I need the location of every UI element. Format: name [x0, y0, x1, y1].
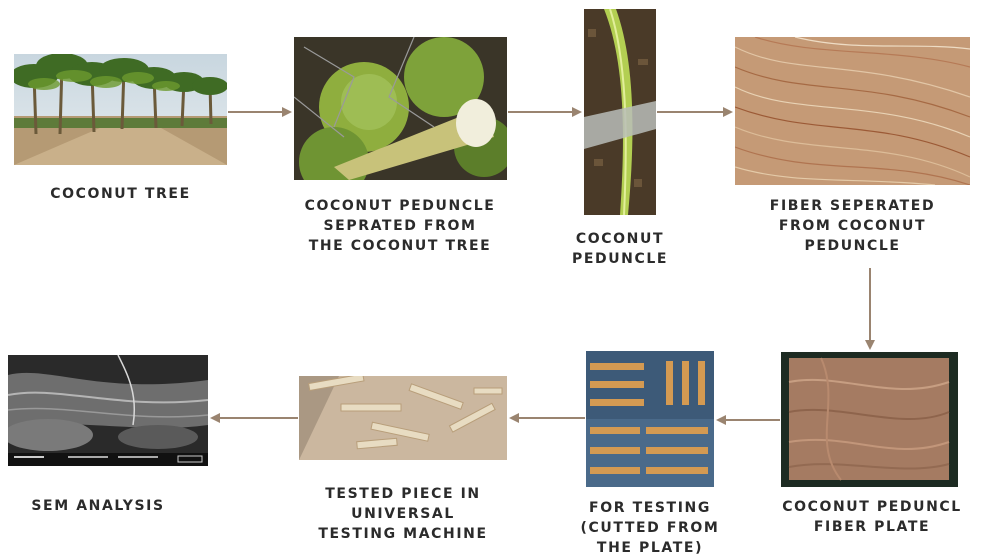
caption-sem-analysis: SEM ANALYSIS [8, 496, 188, 516]
caption-coconut-peduncle: COCONUT PEDUNCLE [555, 229, 685, 269]
caption-peduncle-separated: COCONUT PEDUNCLE SEPRATED FROM THE COCON… [270, 196, 530, 256]
caption-coconut-tree: COCONUT TREE [14, 184, 227, 204]
caption-tested-piece: TESTED PIECE IN UNIVERSAL TESTING MACHIN… [290, 484, 516, 544]
caption-fiber-plate: COCONUT PEDUNCL FIBER PLATE [762, 497, 982, 537]
caption-for-testing: FOR TESTING (CUTTED FROM THE PLATE) [565, 498, 735, 558]
caption-fiber-separated: FIBER SEPERATED FROM COCONUT PEDUNCLE [735, 196, 970, 256]
